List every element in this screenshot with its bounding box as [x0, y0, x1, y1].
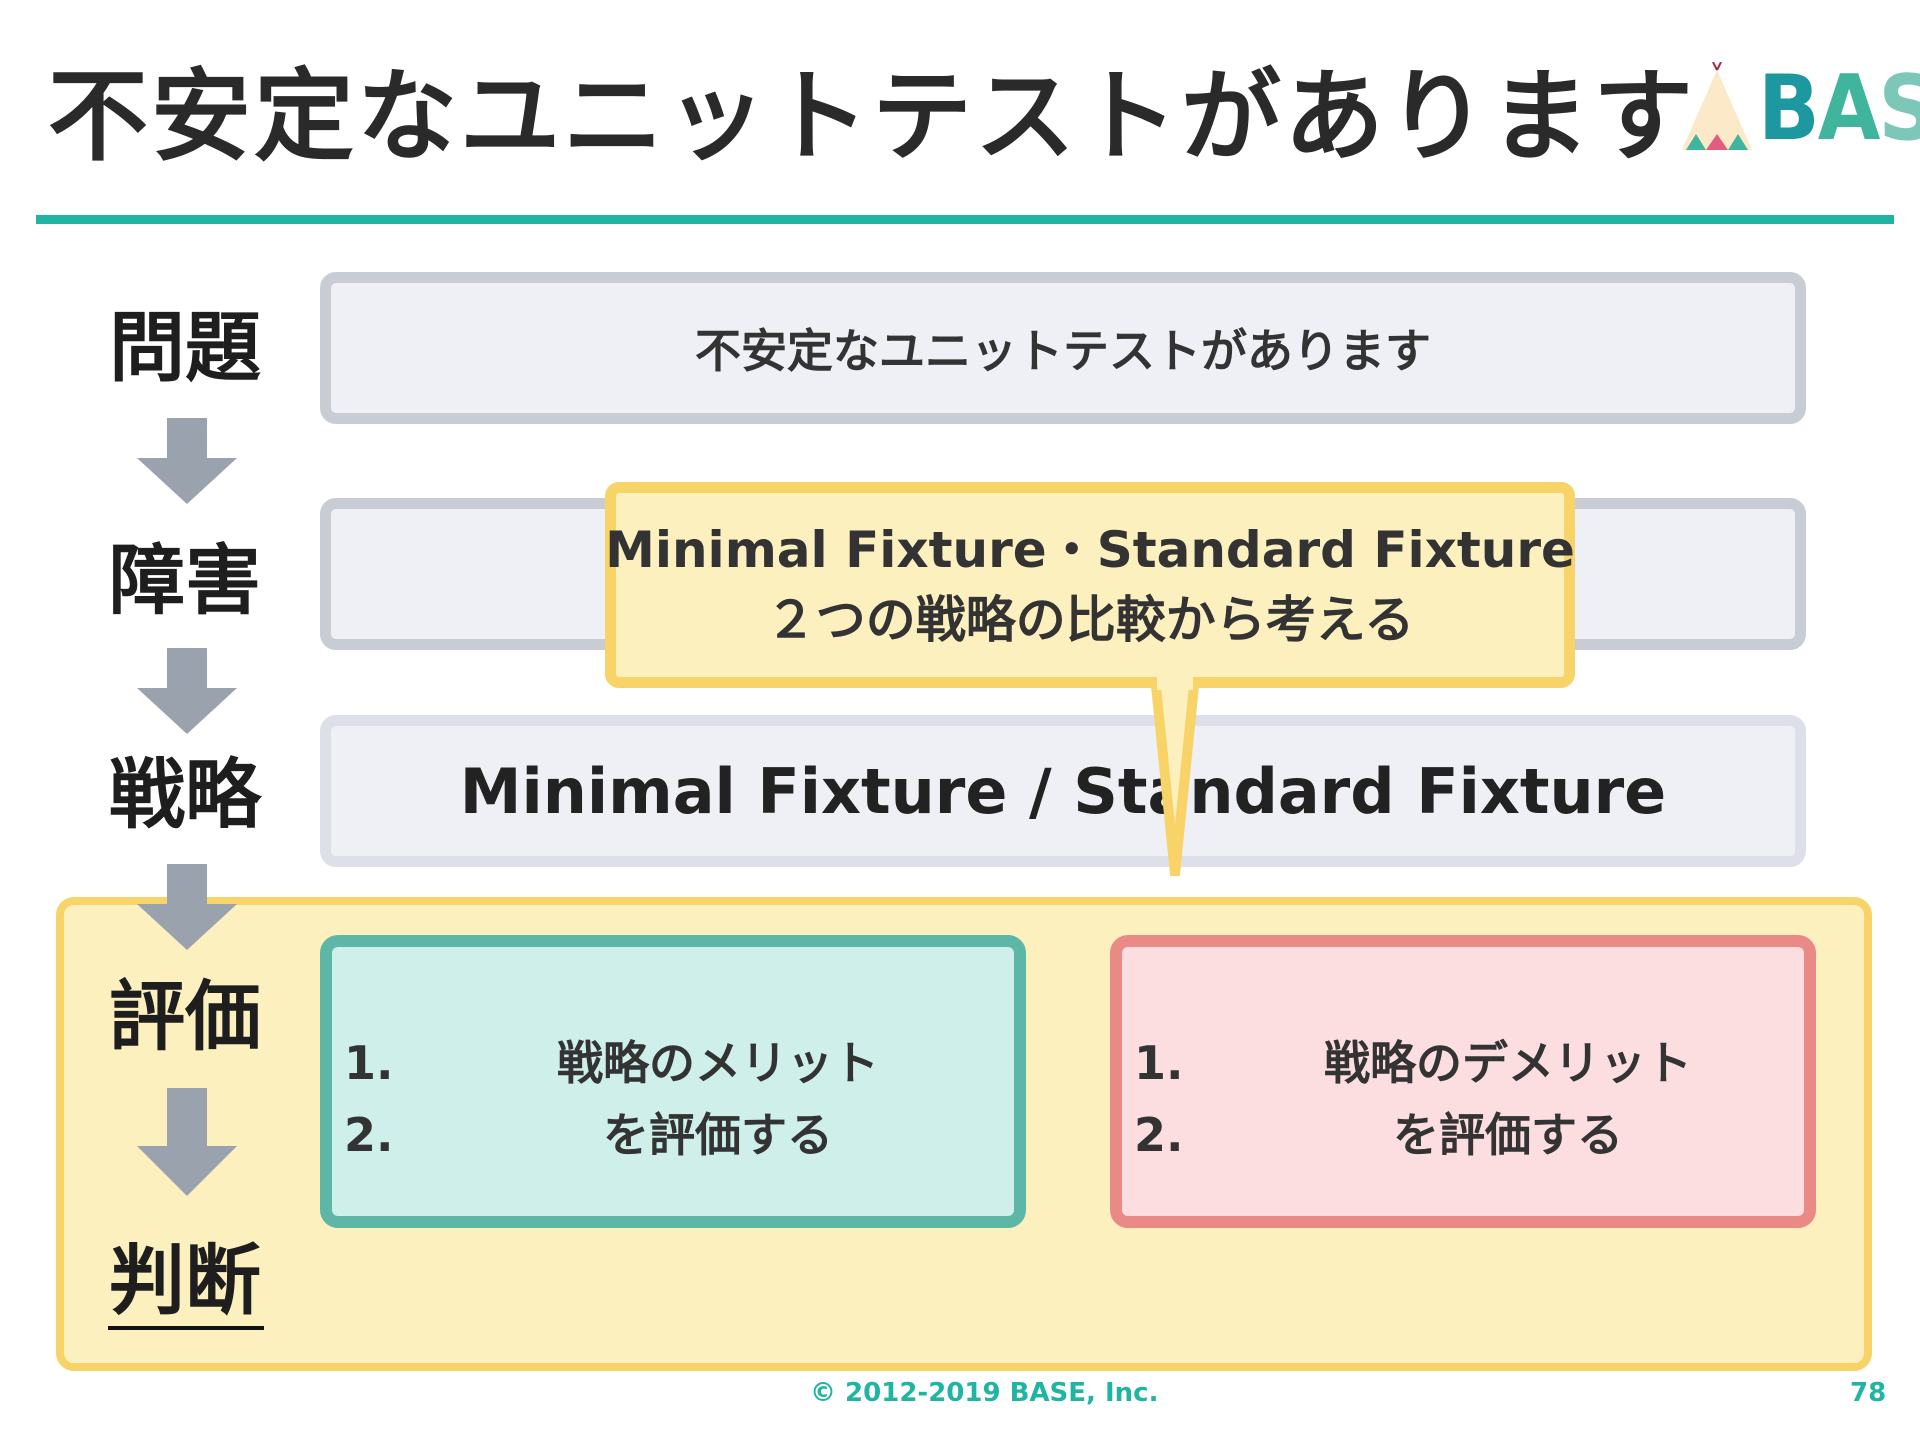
slide-title: 不安定なユニットテストがあります — [48, 58, 1696, 175]
callout-line-1: Minimal Fixture・Standard Fixture — [605, 521, 1575, 579]
merit-line-1: 戦略のメリット — [557, 1036, 879, 1090]
arrow-down-icon — [137, 648, 237, 734]
tent-icon — [1682, 62, 1752, 150]
merit-text: 戦略のメリット を評価する — [482, 1027, 954, 1171]
base-logo: BASE — [1680, 62, 1920, 156]
judgment-underline — [108, 1326, 264, 1330]
merit-box: 1. 2. 戦略のメリット を評価する — [320, 935, 1026, 1228]
merit-line-2: を評価する — [603, 1108, 833, 1162]
merit-number-1: 1. — [344, 1036, 394, 1090]
demerit-number-2: 2. — [1134, 1108, 1184, 1162]
copyright: © 2012-2019 BASE, Inc. — [810, 1378, 1159, 1408]
callout-seam — [1157, 676, 1193, 690]
arrow-down-icon — [137, 864, 237, 950]
page-number: 78 — [1850, 1378, 1887, 1408]
problem-box: 不安定なユニットテストがあります — [320, 272, 1806, 424]
callout-line-2: ２つの戦略の比較から考える — [765, 591, 1415, 649]
arrow-down-icon — [137, 418, 237, 504]
merit-number-2: 2. — [344, 1108, 394, 1162]
step-evaluation: 評価 — [109, 972, 261, 1061]
demerit-box: 1. 2. 戦略のデメリット を評価する — [1110, 935, 1816, 1228]
problem-text: 不安定なユニットテストがあります — [695, 324, 1431, 378]
strategy-text: Minimal Fixture / Standard Fixture — [459, 754, 1667, 828]
strategy-box: Minimal Fixture / Standard Fixture — [320, 715, 1806, 867]
logo-text: BASE — [1758, 56, 1920, 161]
step-obstacle: 障害 — [109, 536, 261, 625]
demerit-number-1: 1. — [1134, 1036, 1184, 1090]
callout-box: Minimal Fixture・Standard Fixture ２つの戦略の比… — [605, 482, 1575, 688]
callout-pointer — [1150, 676, 1200, 876]
demerit-text: 戦略のデメリット を評価する — [1272, 1027, 1744, 1171]
arrow-down-icon — [137, 1088, 237, 1196]
step-strategy: 戦略 — [109, 750, 261, 839]
demerit-line-2: を評価する — [1393, 1108, 1623, 1162]
step-judgment: 判断 — [109, 1236, 261, 1325]
title-divider — [36, 215, 1894, 224]
demerit-line-1: 戦略のデメリット — [1324, 1036, 1692, 1090]
step-problem: 問題 — [109, 303, 261, 392]
